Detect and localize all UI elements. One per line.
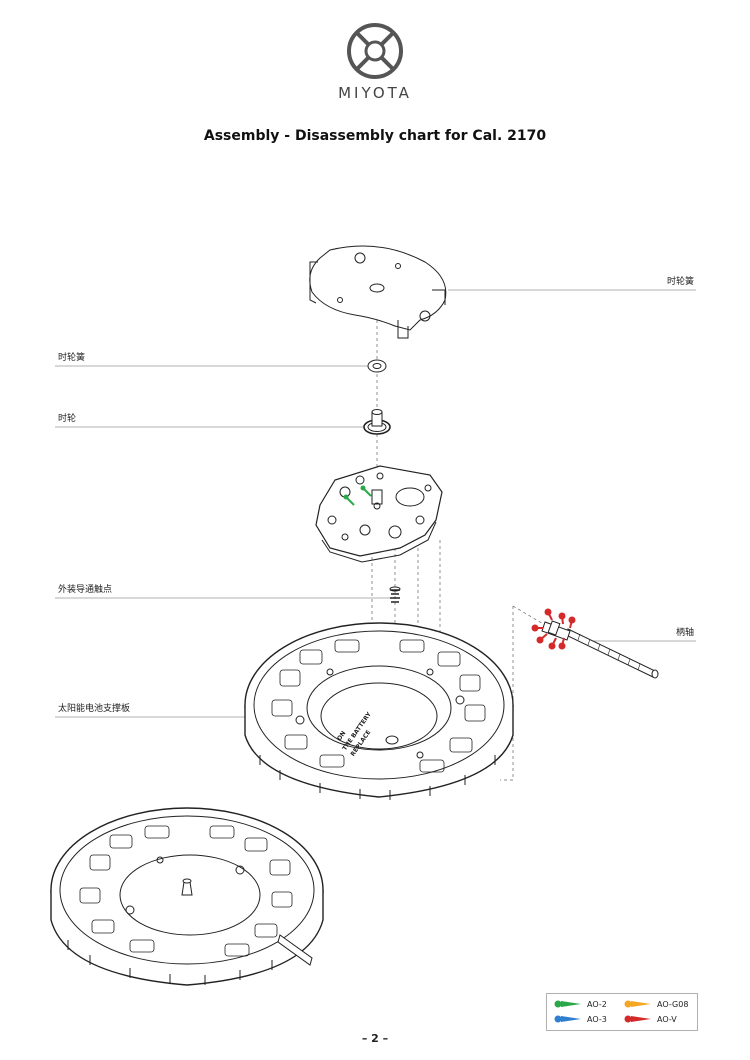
legend-label: AO-3 [587,1014,607,1024]
label-stem: 柄轴 [675,628,694,638]
legend-label: AO-G08 [657,999,689,1009]
legend-label: AO-V [657,1014,677,1024]
brand-name: MIYOTA [338,84,412,102]
label-solar-support-plate: 太阳能电池支撑板 [58,704,131,714]
solar-support-plate-part [244,622,514,800]
legend-item-aog08: AO-G08 [623,999,688,1009]
leader-lines [55,289,696,718]
hour-wheel-spring-plate-part [309,245,447,339]
hour-wheel-part [363,409,391,435]
stem-part [541,620,659,679]
oil-legend: AO-2 AO-G08 AO-3 AO-V [546,993,698,1031]
hour-wheel-spring-part [367,359,387,373]
label-hour-wheel-spring-plate: 时轮簧 [666,277,694,287]
oil-drop-icon [624,1015,651,1023]
legend-label: AO-2 [587,999,607,1009]
oil-drop-icon [554,1000,581,1008]
legend-item-aov: AO-V [623,1014,677,1024]
label-hour-wheel-spring: 时轮簧 [58,353,86,363]
oil-drop-icon [624,1000,651,1008]
external-contact-part [389,586,401,603]
label-hour-wheel: 时轮 [58,414,77,424]
legend-item-ao3: AO-3 [553,1014,607,1024]
aov-oil-marks [531,608,576,650]
miyota-logo-icon [347,23,403,79]
assembled-movement-view [50,807,324,986]
legend-item-ao2: AO-2 [553,999,607,1009]
plate-text-line-1: ON [336,730,348,742]
movement-part [315,465,443,563]
page-number: – 2 – [361,1032,389,1045]
label-external-contact: 外装导通触点 [58,585,113,595]
ao2-oil-marks [343,485,372,506]
page-title: Assembly - Disassembly chart for Cal. 21… [203,128,547,144]
oil-drop-icon [554,1015,581,1023]
